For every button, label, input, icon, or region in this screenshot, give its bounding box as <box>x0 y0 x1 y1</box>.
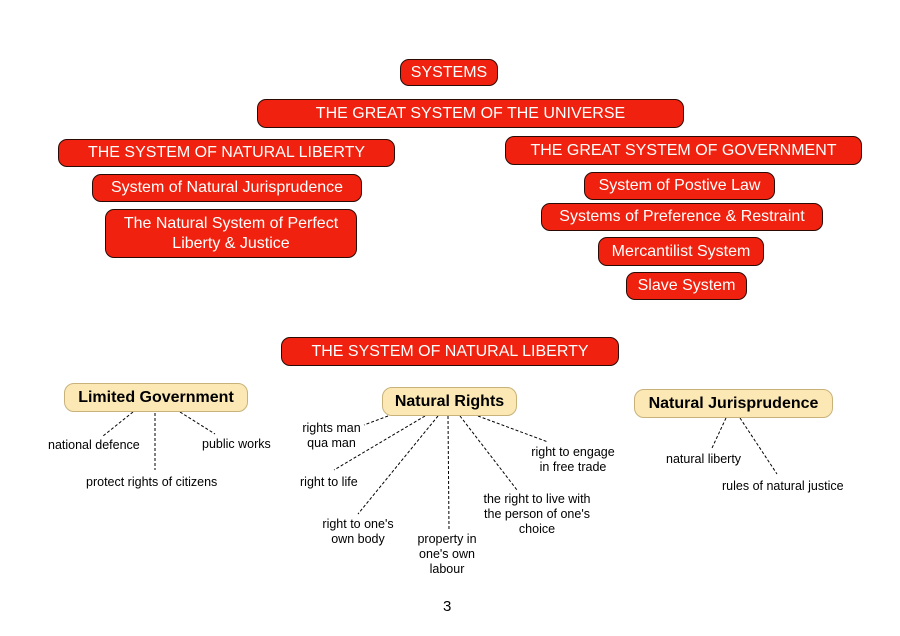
leaf-national-defence: national defence <box>48 438 140 452</box>
connector-right-live-with <box>459 415 518 491</box>
connector-rules-justice <box>739 417 778 475</box>
node-systems: SYSTEMS <box>400 59 498 86</box>
leaf-right-live-with-person: the right to live with the person of one… <box>483 492 591 536</box>
connector-natural-liberty <box>711 417 727 449</box>
connector-free-trade <box>477 415 549 443</box>
connector-national-defence <box>102 411 134 437</box>
connector-property-labour <box>447 415 450 531</box>
leaf-right-own-body: right to one's own body <box>322 517 394 546</box>
node-natural-rights: Natural Rights <box>382 387 517 416</box>
leaf-natural-liberty: natural liberty <box>666 452 742 466</box>
connector-rights-man <box>363 415 389 426</box>
leaf-rights-man-qua-man: rights man qua man <box>302 421 361 450</box>
leaf-rules-natural-justice: rules of natural justice <box>722 479 844 493</box>
leaf-right-to-life: right to life <box>300 475 358 489</box>
leaf-public-works: public works <box>202 437 271 451</box>
connector-right-to-life <box>333 415 426 471</box>
node-limited-government: Limited Government <box>64 383 248 412</box>
node-great-system-universe: THE GREAT SYSTEM OF THE UNIVERSE <box>257 99 684 128</box>
connector-public-works <box>179 411 216 435</box>
node-slave-system: Slave System <box>626 272 747 300</box>
node-system-positive-law: System of Postive Law <box>584 172 775 200</box>
node-great-system-government: THE GREAT SYSTEM OF GOVERNMENT <box>505 136 862 165</box>
leaf-property-own-labour: property in one's own labour <box>417 532 477 576</box>
node-systems-preference-restraint: Systems of Preference & Restraint <box>541 203 823 231</box>
node-system-natural-liberty: THE SYSTEM OF NATURAL LIBERTY <box>58 139 395 167</box>
leaf-protect-rights: protect rights of citizens <box>86 475 218 489</box>
connector-right-own-body <box>357 415 439 515</box>
node-natural-system-perfect-liberty: The Natural System of Perfect Liberty & … <box>105 209 357 258</box>
node-mercantilist-system: Mercantilist System <box>598 237 764 266</box>
leaf-right-free-trade: right to engage in free trade <box>531 445 615 474</box>
node-system-natural-jurisprudence: System of Natural Jurisprudence <box>92 174 362 202</box>
node-natural-jurisprudence: Natural Jurisprudence <box>634 389 833 418</box>
node-bottom-natural-liberty: THE SYSTEM OF NATURAL LIBERTY <box>281 337 619 366</box>
page-number: 3 <box>443 598 452 615</box>
